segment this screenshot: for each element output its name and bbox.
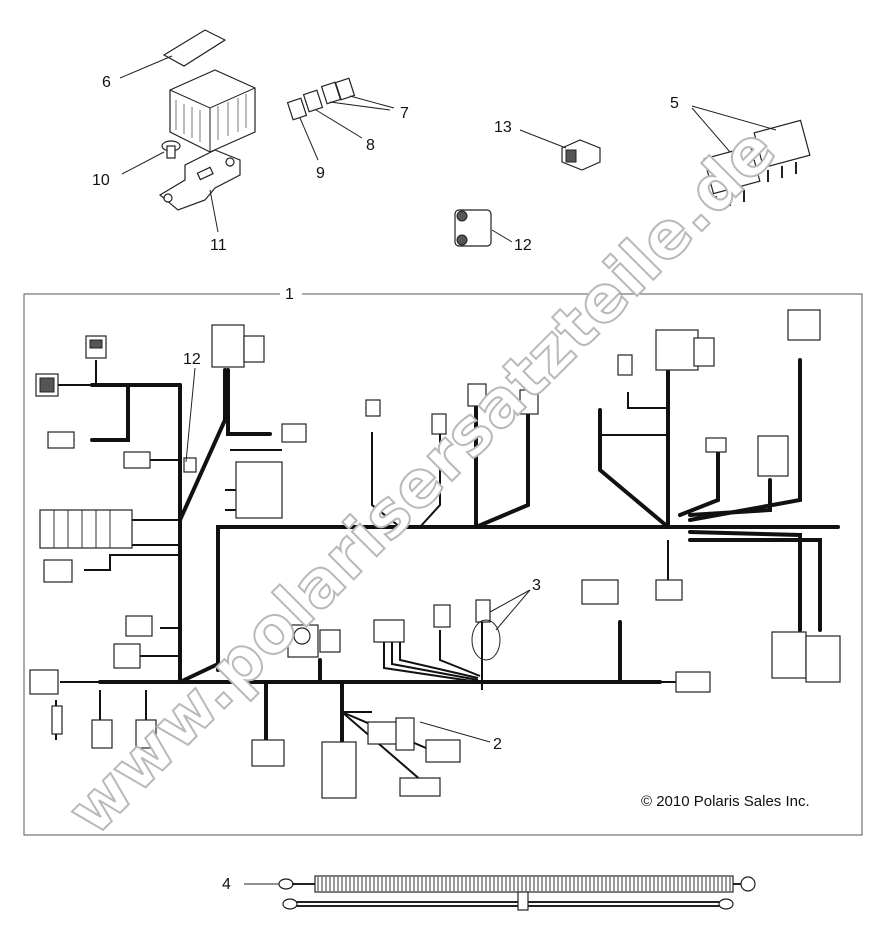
- watermark-text: www.polarisersatzteile.de: [54, 113, 791, 850]
- part-13-connector: [519, 129, 601, 171]
- part-4-battery-cable: [244, 875, 756, 911]
- callout-9: 9: [316, 165, 325, 182]
- part-10-push-pin: [121, 140, 181, 175]
- inner-callout-leaders: [185, 367, 531, 743]
- part-6-label-and-fuse-box: [119, 29, 256, 153]
- callout-10: 10: [92, 172, 110, 189]
- part-11-bracket: [158, 149, 241, 233]
- callout-12-top: 12: [514, 237, 532, 254]
- callout-4: 4: [222, 876, 231, 893]
- harness-connectors: [29, 309, 841, 799]
- callout-13: 13: [494, 119, 512, 136]
- callout-2: 2: [493, 736, 502, 753]
- callout-12-harness: 12: [183, 351, 201, 368]
- copyright-text: © 2010 Polaris Sales Inc.: [641, 793, 810, 810]
- callout-5: 5: [670, 95, 679, 112]
- callout-7: 7: [400, 105, 409, 122]
- parts-7-8-9-fuses: [286, 77, 395, 161]
- harness-frame: [23, 293, 863, 836]
- callout-11: 11: [210, 237, 227, 254]
- part-12-switch: [454, 209, 513, 247]
- callout-3: 3: [532, 577, 541, 594]
- part-5-relays: [691, 105, 811, 208]
- callout-6: 6: [102, 74, 111, 91]
- callout-8: 8: [366, 137, 375, 154]
- callout-1: 1: [285, 286, 294, 303]
- harness-wires: [55, 358, 840, 789]
